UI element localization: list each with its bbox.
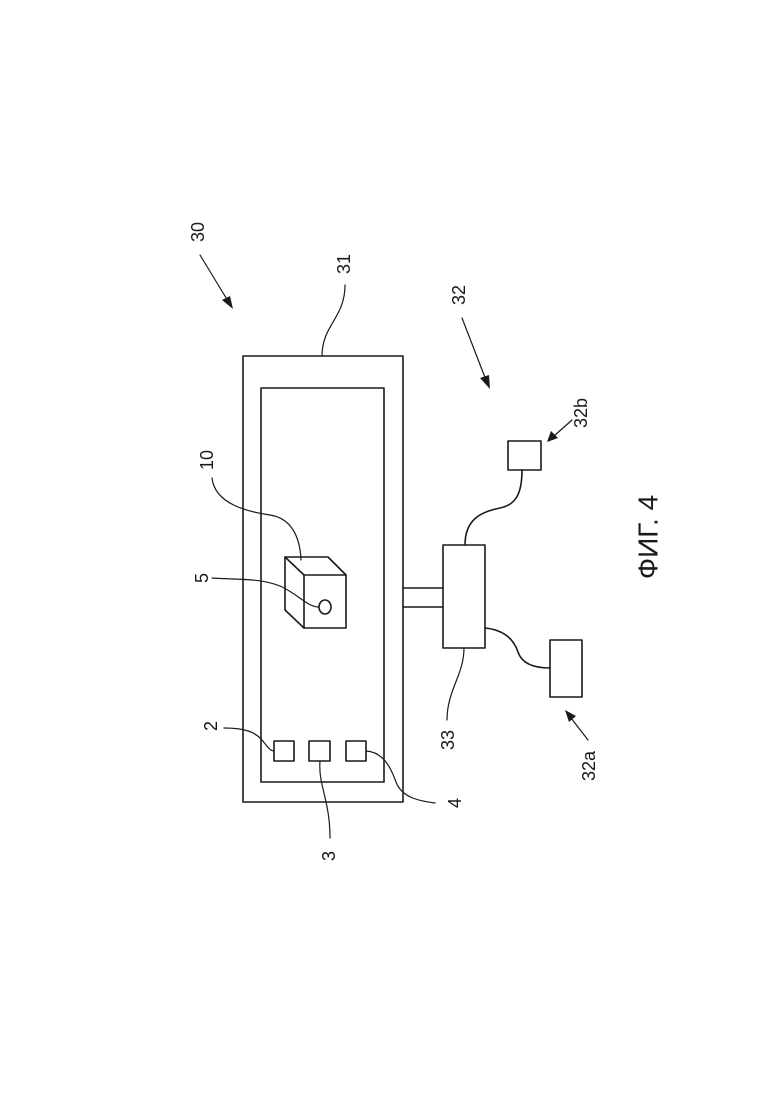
leader-5 [212,578,318,607]
lens-ellipse [319,600,331,614]
component-3-box [309,741,330,761]
figure-caption: ФИГ. 4 [632,495,663,579]
label-30: 30 [188,222,208,242]
arrow-32 [462,318,490,389]
leader-31 [322,285,345,356]
connector-link [403,588,443,607]
arrow-32b [547,420,572,442]
arrow-30 [200,255,233,309]
arrow-32a [565,710,588,740]
component-2-box [274,741,294,761]
label-5: 5 [192,573,212,583]
label-33: 33 [438,730,458,750]
label-32b: 32b [571,398,591,428]
leader-3 [320,761,330,838]
remote-device-a-box [550,640,582,697]
cable-to-32a [485,628,550,668]
remote-device-b-box [508,441,541,470]
housing-outer [243,356,403,802]
cable-to-32b [465,470,522,545]
module-box [285,557,346,628]
leader-2 [224,728,274,751]
housing-inner [261,388,384,782]
component-4-box [346,741,366,761]
label-31: 31 [334,254,354,274]
leader-33 [447,648,464,720]
label-32a: 32a [579,750,599,781]
label-3: 3 [319,851,339,861]
label-2: 2 [201,721,221,731]
interface-unit-box [443,545,485,648]
leader-4 [366,751,435,803]
label-10: 10 [197,450,217,470]
leader-10 [212,478,301,560]
label-4: 4 [445,798,465,808]
label-32: 32 [449,285,469,305]
